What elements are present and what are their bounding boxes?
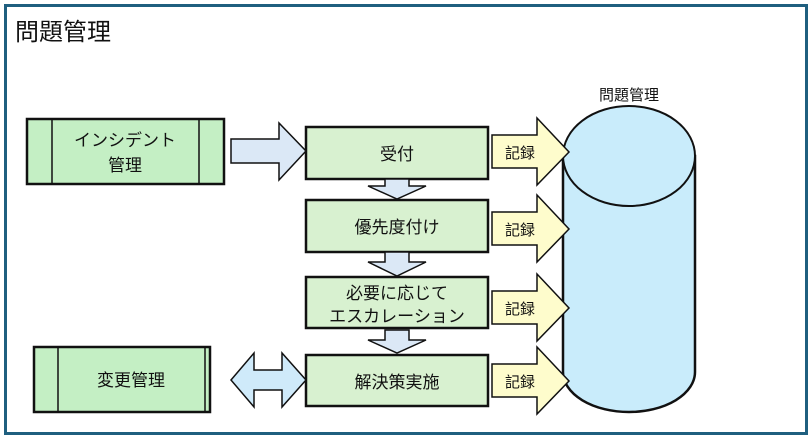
incident-label-line2: 管理 bbox=[108, 156, 142, 176]
problem-database: 問題管理 bbox=[561, 86, 697, 414]
incident-label-line1: インシデント bbox=[74, 130, 176, 151]
change-management-box: 変更管理 bbox=[32, 345, 212, 414]
svg-text:記録: 記録 bbox=[505, 373, 535, 391]
database-label: 問題管理 bbox=[599, 86, 659, 104]
svg-text:記録: 記録 bbox=[505, 144, 535, 162]
step-prioritization-label: 優先度付け bbox=[355, 218, 440, 238]
step-prioritization: 優先度付け bbox=[304, 198, 490, 254]
record-arrow-1: 記録 bbox=[491, 116, 571, 187]
step-resolution: 解決策実施 bbox=[304, 353, 490, 408]
incident-to-intake-arrow bbox=[230, 121, 308, 182]
svg-text:記録: 記録 bbox=[505, 221, 535, 239]
record-arrow-3: 記録 bbox=[491, 272, 571, 343]
record-arrow-4: 記録 bbox=[491, 345, 571, 416]
step-escalation-label-line1: 必要に応じて bbox=[346, 284, 448, 304]
change-management-label: 変更管理 bbox=[97, 371, 165, 391]
down-arrow-2 bbox=[367, 251, 427, 277]
step-resolution-label: 解決策実施 bbox=[355, 373, 440, 393]
step-intake: 受付 bbox=[304, 125, 490, 181]
incident-management-box: インシデント 管理 bbox=[25, 117, 226, 186]
down-arrow-3 bbox=[367, 329, 427, 354]
down-arrow-1 bbox=[367, 178, 427, 200]
svg-text:記録: 記録 bbox=[505, 300, 535, 318]
diagram-title: 問題管理 bbox=[15, 18, 111, 46]
change-resolution-double-arrow bbox=[230, 350, 308, 410]
step-escalation-label-line2: エスカレーション bbox=[329, 307, 465, 327]
step-escalation: 必要に応じて エスカレーション bbox=[304, 275, 490, 330]
step-intake-label: 受付 bbox=[380, 145, 414, 165]
record-arrow-2: 記録 bbox=[491, 193, 571, 264]
